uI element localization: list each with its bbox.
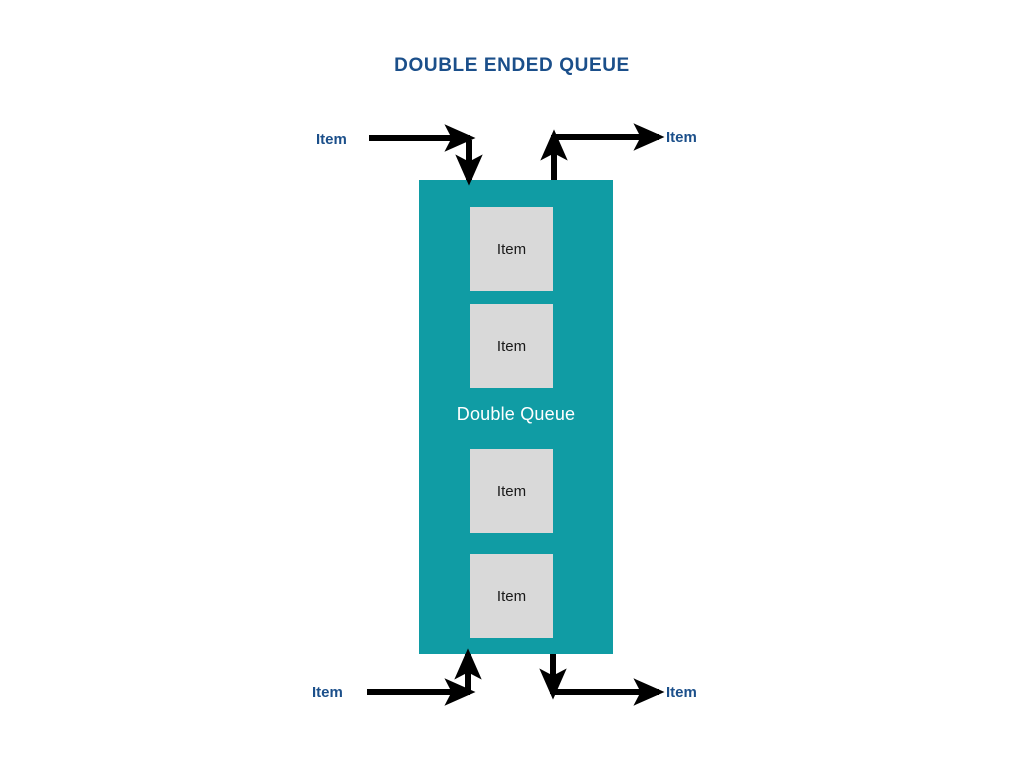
port-label-top-left: Item xyxy=(316,131,347,148)
arrow-bottom-left-icon xyxy=(367,648,482,706)
page-title: DOUBLE ENDED QUEUE xyxy=(394,55,630,76)
queue-cell-label: Item xyxy=(496,240,527,258)
arrow-top-right-icon xyxy=(540,123,665,180)
arrow-bottom-right-icon xyxy=(539,654,665,706)
queue-cell-label: Item xyxy=(496,337,527,355)
queue-cell-1: Item xyxy=(470,304,553,388)
queue-cell-2: Item xyxy=(470,449,553,533)
queue-cell-label: Item xyxy=(496,587,527,605)
port-label-top-right: Item xyxy=(666,129,697,146)
arrow-top-left-icon xyxy=(369,124,483,186)
queue-cell-3: Item xyxy=(470,554,553,638)
queue-cell-0: Item xyxy=(470,207,553,291)
port-label-bottom-right: Item xyxy=(666,684,697,701)
port-label-bottom-left: Item xyxy=(312,684,343,701)
queue-center-label: Double Queue xyxy=(456,404,576,424)
queue-cell-label: Item xyxy=(496,482,527,500)
